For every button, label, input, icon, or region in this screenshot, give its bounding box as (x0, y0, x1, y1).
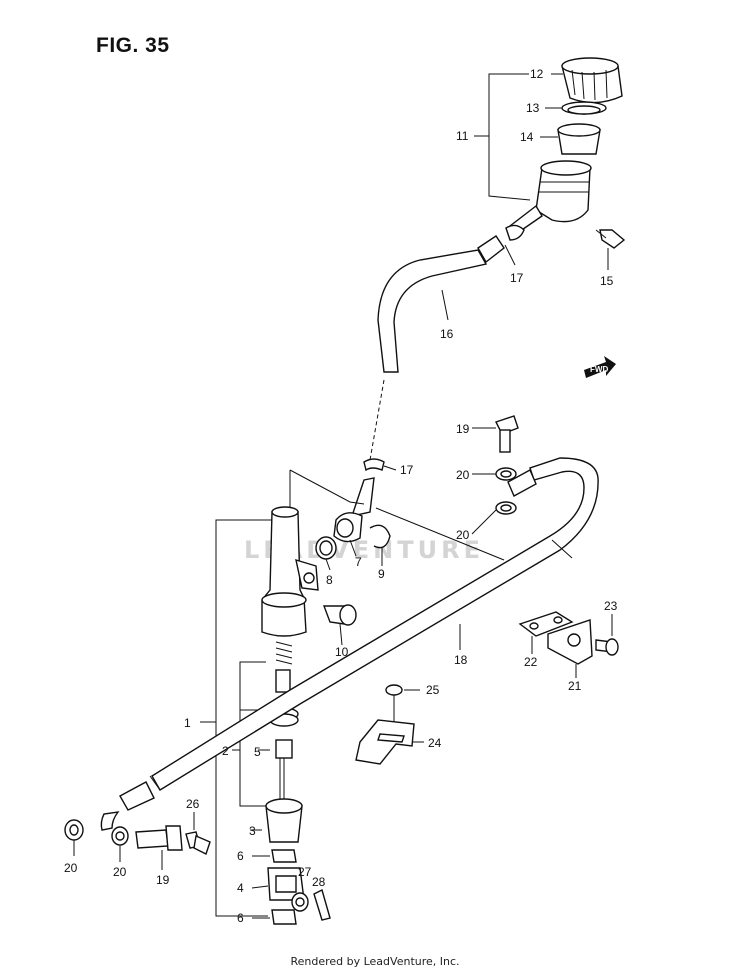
union-bolt-19-upper[interactable] (495, 415, 519, 453)
part-label[interactable]: 21 (568, 679, 582, 693)
part-label[interactable]: 5 (254, 745, 261, 759)
screw-23[interactable] (595, 638, 619, 656)
reservoir-hose[interactable] (369, 235, 505, 461)
screw-25[interactable] (385, 684, 403, 722)
part-label[interactable]: 6 (237, 911, 244, 925)
washer-20-c[interactable] (495, 501, 517, 515)
part-label[interactable]: 25 (426, 683, 440, 697)
hose-clamp-lower[interactable] (363, 458, 385, 472)
guide-24[interactable] (355, 719, 415, 765)
washer-20-d[interactable] (111, 826, 129, 846)
part-label[interactable]: 13 (526, 101, 540, 115)
bolt-26[interactable] (185, 831, 211, 855)
washer-20-a[interactable] (64, 819, 84, 841)
footer-credit: Rendered by LeadVenture, Inc. (290, 955, 460, 968)
figure-title: FIG. 35 (96, 34, 170, 57)
part-label[interactable]: 12 (530, 67, 544, 81)
diaphragm[interactable] (557, 123, 601, 155)
part-label[interactable]: 8 (326, 573, 333, 587)
part-label[interactable]: 16 (440, 327, 454, 341)
part-label[interactable]: 4 (237, 881, 244, 895)
piston-kit (232, 641, 303, 843)
part-label[interactable]: 20 (113, 865, 127, 879)
part-label[interactable]: 20 (456, 528, 470, 542)
part-label[interactable]: 18 (454, 653, 468, 667)
spring[interactable] (275, 641, 293, 693)
part-label[interactable]: 22 (524, 655, 538, 669)
reservoir-cap[interactable] (561, 57, 623, 104)
part-label[interactable]: 26 (186, 797, 200, 811)
clevis-group (267, 849, 331, 925)
reservoir-bolt[interactable] (595, 229, 626, 249)
part-label[interactable]: 19 (456, 422, 470, 436)
part-label[interactable]: 24 (428, 736, 442, 750)
part-label[interactable]: 23 (604, 599, 618, 613)
brake-hose[interactable] (100, 457, 599, 831)
forward-arrow-icon: FWD (584, 356, 616, 378)
clevis[interactable] (267, 867, 305, 901)
part-label[interactable]: 15 (600, 274, 614, 288)
reservoir-assembly (474, 57, 626, 249)
union-bolt-19-lower[interactable] (135, 825, 183, 851)
part-number-labels: 1 2 3 4 5 6 6 7 8 9 10 11 12 13 14 15 16… (64, 67, 618, 925)
part-label[interactable]: 20 (64, 861, 78, 875)
hose-joint[interactable] (333, 477, 375, 543)
clamp-22[interactable] (518, 611, 574, 637)
part-label[interactable]: 17 (510, 271, 524, 285)
leader-lines (73, 244, 613, 919)
part-label[interactable]: 17 (400, 463, 414, 477)
part-label[interactable]: 20 (456, 468, 470, 482)
washer-20-b[interactable] (495, 467, 517, 481)
locknut-lower[interactable] (271, 909, 297, 925)
part-label[interactable]: 28 (312, 875, 326, 889)
pushrod-boot[interactable] (265, 798, 303, 843)
part-label[interactable]: 3 (249, 824, 256, 838)
part-label[interactable]: 19 (156, 873, 170, 887)
hose-clamp-upper[interactable] (505, 224, 525, 241)
part-label[interactable]: 11 (456, 129, 469, 143)
part-label[interactable]: 10 (335, 645, 349, 659)
part-label[interactable]: 6 (237, 849, 244, 863)
part-label[interactable]: 9 (378, 567, 385, 581)
part-label[interactable]: 1 (184, 716, 191, 730)
mounting-bolt-10[interactable] (322, 604, 357, 626)
part-label[interactable]: 14 (520, 130, 534, 144)
locknut-upper[interactable] (271, 849, 297, 863)
diaphragm-plate[interactable] (561, 101, 607, 115)
piston[interactable] (275, 739, 293, 800)
cotter-pin-28[interactable] (313, 888, 331, 921)
fwd-label: FWD (590, 365, 608, 374)
clamp-21[interactable] (547, 619, 593, 665)
part-label[interactable]: 2 (222, 744, 229, 758)
oring-8[interactable] (315, 536, 337, 560)
clip-9[interactable] (369, 524, 391, 549)
washer-27[interactable] (291, 892, 309, 912)
hose-fitting-group (289, 458, 505, 561)
part-label[interactable]: 7 (355, 555, 362, 569)
part-label[interactable]: 27 (298, 865, 312, 879)
reservoir-body[interactable] (509, 160, 592, 235)
master-cylinder-body[interactable] (261, 506, 319, 637)
